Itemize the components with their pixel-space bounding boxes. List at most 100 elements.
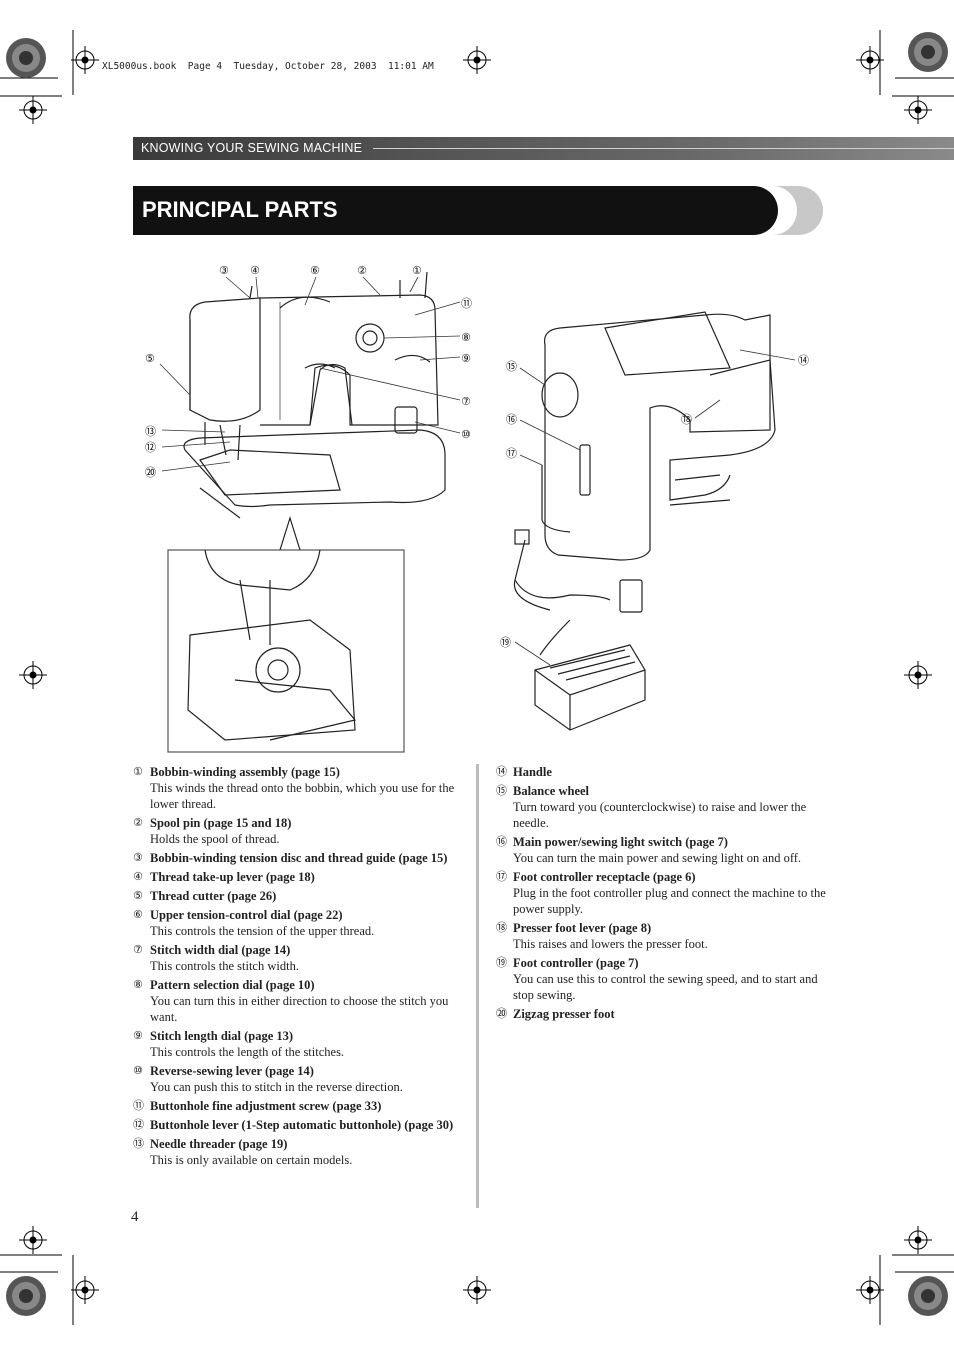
- list-item: ⑤ Thread cutter (page 26): [133, 888, 468, 904]
- starburst-targets: [6, 32, 948, 1316]
- callout-10: ⑩: [461, 428, 471, 441]
- item-number: ⑮: [496, 784, 507, 797]
- title-band: PRINCIPAL PARTS: [133, 186, 778, 235]
- item-title: Foot controller receptacle (page 6): [513, 870, 696, 884]
- callout-11: ⑪: [461, 297, 472, 310]
- list-item: ⑯ Main power/sewing light switch (page 7)…: [496, 834, 826, 866]
- print-info-line: XL5000us.book Page 4 Tuesday, October 28…: [102, 61, 434, 72]
- callout-6: ⑥: [310, 264, 320, 277]
- item-title: Presser foot lever (page 8): [513, 921, 652, 935]
- list-item: ⑪ Buttonhole fine adjustment screw (page …: [133, 1098, 468, 1114]
- item-number: ⑫: [133, 1118, 144, 1131]
- item-description: You can push this to stitch in the rever…: [150, 1080, 403, 1094]
- item-number: ⑭: [496, 765, 507, 778]
- item-title: Handle: [513, 765, 552, 779]
- item-title: Stitch length dial (page 13): [150, 1029, 294, 1043]
- item-description: Holds the spool of thread.: [150, 832, 280, 846]
- item-title: Needle threader (page 19): [150, 1137, 288, 1151]
- item-title: Spool pin (page 15 and 18): [150, 816, 292, 830]
- section-rule: [373, 148, 954, 149]
- callout-17: ⑰: [506, 447, 517, 460]
- callout-15: ⑮: [506, 360, 517, 373]
- item-title: Bobbin-winding assembly (page 15): [150, 765, 340, 779]
- item-number: ⑤: [133, 889, 143, 902]
- item-description: You can use this to control the sewing s…: [513, 972, 818, 1002]
- parts-list-left: ① Bobbin-winding assembly (page 15) This w…: [133, 764, 468, 1171]
- item-title: Thread take-up lever (page 18): [150, 870, 315, 884]
- item-number: ①: [133, 765, 143, 778]
- item-description: This controls the stitch width.: [150, 959, 299, 973]
- list-item: ⑭ Handle: [496, 764, 826, 780]
- page-title: PRINCIPAL PARTS: [142, 197, 338, 222]
- item-number: ②: [133, 816, 143, 829]
- item-description: This winds the thread onto the bobbin, w…: [150, 781, 455, 811]
- callout-3: ③: [219, 264, 229, 277]
- item-description: Plug in the foot controller plug and con…: [513, 886, 826, 916]
- item-number: ⑩: [133, 1064, 143, 1077]
- item-number: ⑲: [496, 956, 507, 969]
- item-number: ⑯: [496, 835, 507, 848]
- item-description: This raises and lowers the presser foot.: [513, 937, 708, 951]
- item-title: Pattern selection dial (page 10): [150, 978, 315, 992]
- callout-7: ⑦: [461, 395, 471, 408]
- item-title: Stitch width dial (page 14): [150, 943, 291, 957]
- list-item: ⑲ Foot controller (page 7) You can use thi…: [496, 955, 826, 1003]
- foot-controller-drawing: [534, 619, 646, 731]
- registration-targets: [19, 46, 932, 1304]
- item-number: ④: [133, 870, 143, 883]
- item-title: Balance wheel: [513, 784, 590, 798]
- inset-detail: [167, 515, 405, 753]
- callout-labels: ③ ④ ⑥ ② ① ⑪ ⑧ ⑨ ⑦ ⑩ ⑤ ⑬ ⑫ ⑳ ⑭ ⑮ ⑯ ⑰ ⑱ ⑲: [145, 264, 809, 649]
- item-description: This is only available on certain models…: [150, 1153, 353, 1167]
- list-item: ⑳ Zigzag presser foot: [496, 1006, 826, 1022]
- callout-16: ⑯: [506, 413, 517, 426]
- list-item: ⑨ Stitch length dial (page 13) This contro…: [133, 1028, 468, 1060]
- item-number: ⑳: [496, 1007, 507, 1020]
- item-number: ⑱: [496, 921, 507, 934]
- item-number: ⑪: [133, 1099, 144, 1112]
- item-title: Foot controller (page 7): [513, 956, 639, 970]
- item-description: You can turn this in either direction to…: [150, 994, 449, 1024]
- callout-1: ①: [412, 264, 422, 277]
- page-number: 4: [131, 1209, 139, 1225]
- list-item: ⑩ Reverse-sewing lever (page 14) You can p…: [133, 1063, 468, 1095]
- item-description: This controls the tension of the upper t…: [150, 924, 375, 938]
- callout-13: ⑬: [145, 425, 156, 438]
- item-title: Buttonhole fine adjustment screw (page 3…: [150, 1099, 382, 1113]
- list-item: ① Bobbin-winding assembly (page 15) This w…: [133, 764, 468, 812]
- section-label: KNOWING YOUR SEWING MACHINE: [141, 141, 363, 155]
- callout-9: ⑨: [461, 352, 471, 365]
- callout-12: ⑫: [145, 441, 156, 454]
- list-item: ⑧ Pattern selection dial (page 10) You can…: [133, 977, 468, 1025]
- item-number: ⑧: [133, 978, 143, 991]
- side-view-machine: [513, 311, 776, 613]
- item-number: ⑰: [496, 870, 507, 883]
- list-item: ② Spool pin (page 15 and 18) Holds the spo…: [133, 815, 468, 847]
- item-title: Thread cutter (page 26): [150, 889, 277, 903]
- callout-5: ⑤: [145, 352, 155, 365]
- callout-4: ④: [250, 264, 260, 277]
- column-divider: [476, 764, 479, 1208]
- item-number: ③: [133, 851, 143, 864]
- item-title: Zigzag presser foot: [513, 1007, 615, 1021]
- callout-20: ⑳: [145, 466, 156, 479]
- list-item: ④ Thread take-up lever (page 18): [133, 869, 468, 885]
- item-description: You can turn the main power and sewing l…: [513, 851, 802, 865]
- callout-2: ②: [357, 264, 367, 277]
- list-item: ⑱ Presser foot lever (page 8) This raises …: [496, 920, 826, 952]
- callout-leaders-right: [514, 349, 796, 666]
- item-description: This controls the length of the stitches…: [150, 1045, 345, 1059]
- sewing-machine-illustration: ③ ④ ⑥ ② ① ⑪ ⑧ ⑨ ⑦ ⑩ ⑤ ⑬ ⑫ ⑳ ⑭ ⑮ ⑯ ⑰ ⑱ ⑲: [145, 264, 809, 753]
- item-title: Bobbin-winding tension disc and thread g…: [150, 851, 448, 865]
- front-view-machine: [183, 271, 446, 519]
- callout-8: ⑧: [461, 331, 471, 344]
- item-title: Reverse-sewing lever (page 14): [150, 1064, 314, 1078]
- item-title: Buttonhole lever (1-Step automatic butto…: [150, 1118, 454, 1132]
- item-number: ⑨: [133, 1029, 143, 1042]
- item-title: Upper tension-control dial (page 22): [150, 908, 343, 922]
- item-title: Main power/sewing light switch (page 7): [513, 835, 728, 849]
